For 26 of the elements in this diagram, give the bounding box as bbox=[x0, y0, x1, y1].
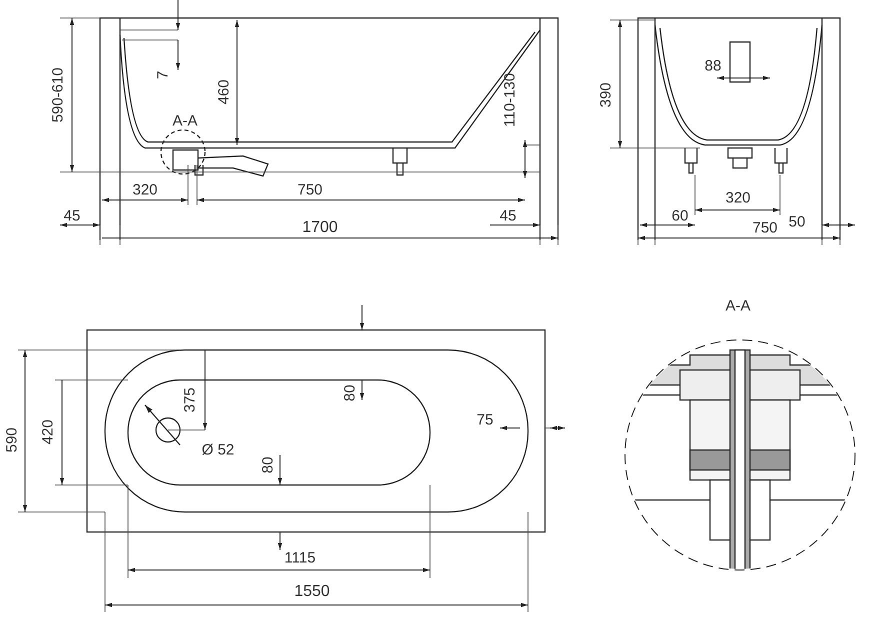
dimension-label: 88 bbox=[704, 58, 722, 74]
dimension-label: 320 bbox=[132, 182, 158, 198]
dimension-label: 590-610 bbox=[50, 67, 66, 123]
dimension-label: Ø 52 bbox=[202, 442, 234, 458]
dimension-label: 320 bbox=[725, 190, 751, 206]
dimension-label: 45 bbox=[500, 208, 516, 224]
dimension-label: 45 bbox=[64, 208, 80, 224]
dimension-label: 750 bbox=[752, 220, 778, 236]
dimension-label: 80 bbox=[260, 456, 276, 474]
dimension-label: 375 bbox=[182, 387, 198, 413]
dimension-label: 750 bbox=[297, 182, 323, 198]
dimension-label: 460 bbox=[216, 79, 232, 105]
dimension-label: 7 bbox=[156, 70, 170, 80]
dimension-label: 590 bbox=[4, 427, 20, 453]
dimension-label: 80 bbox=[342, 384, 358, 402]
dimension-label: 75 bbox=[476, 412, 494, 428]
dimension-label: 1550 bbox=[294, 584, 330, 600]
dimension-label: 1700 bbox=[302, 220, 338, 236]
dimension-label: 420 bbox=[40, 419, 56, 445]
dimension-label: 1115 bbox=[284, 550, 316, 566]
dimension-label: 50 bbox=[788, 214, 806, 230]
dimension-label: 110-130 bbox=[502, 73, 518, 127]
dimension-label: A-A bbox=[172, 114, 198, 128]
dimension-label: A-A bbox=[726, 298, 750, 314]
dimension-label: 390 bbox=[598, 82, 614, 108]
dimension-label: 60 bbox=[672, 208, 688, 224]
